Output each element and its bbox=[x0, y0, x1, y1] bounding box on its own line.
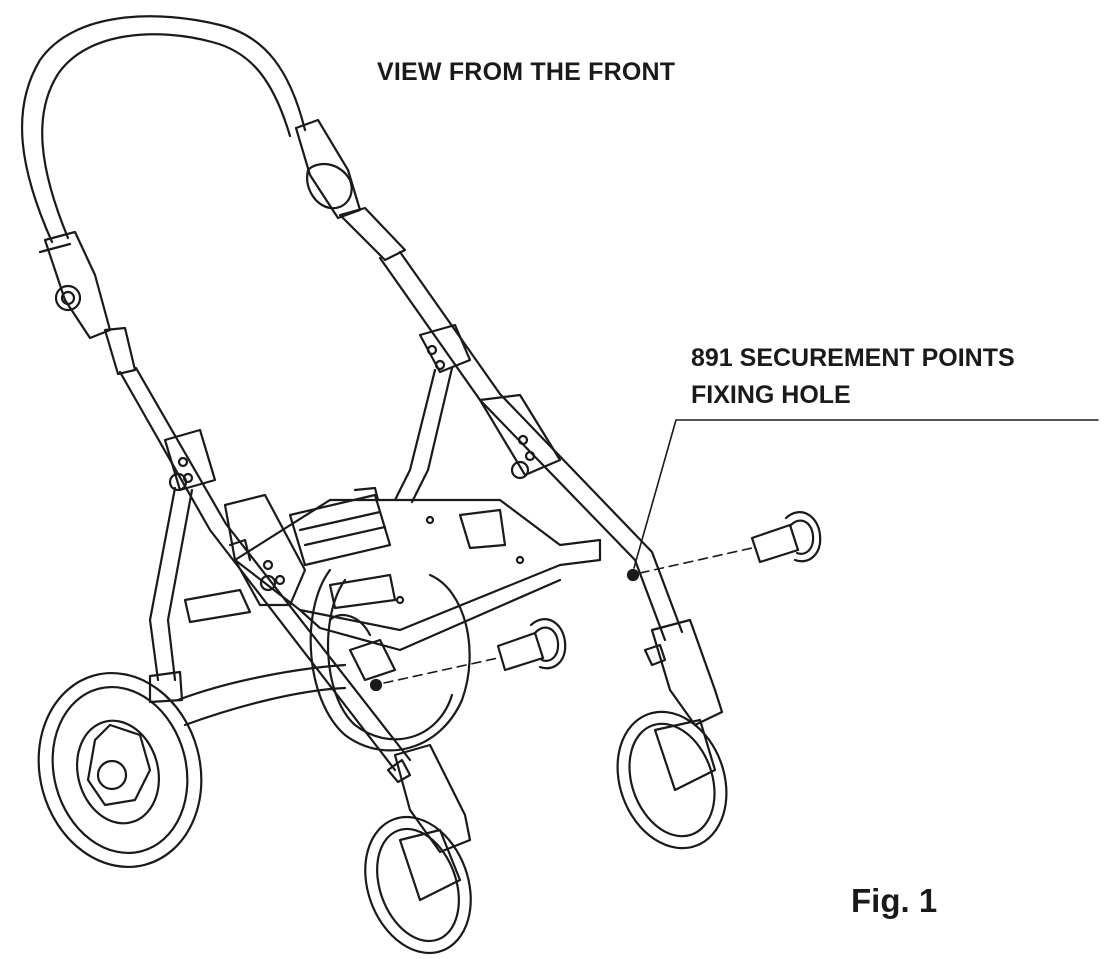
right-front-caster bbox=[616, 618, 728, 850]
callout-label-line2: FIXING HOLE bbox=[691, 381, 851, 409]
rear-legs bbox=[148, 366, 454, 727]
center-rear-wheel bbox=[309, 568, 471, 752]
left-fold-joint bbox=[223, 493, 307, 607]
left-main-tube bbox=[103, 326, 412, 772]
fixing-holes bbox=[369, 568, 640, 692]
securement-clip-center bbox=[496, 618, 567, 672]
assembly-lines bbox=[383, 547, 753, 684]
figure-label: Fig. 1 bbox=[851, 882, 938, 919]
left-rear-wheel bbox=[37, 672, 203, 868]
left-handle-joint bbox=[38, 230, 112, 340]
callout-label-line1: 891 SECUREMENT POINTS bbox=[691, 344, 1015, 372]
right-handle-joint bbox=[294, 118, 362, 220]
view-title: VIEW FROM THE FRONT bbox=[377, 58, 676, 86]
securement-clip-right bbox=[750, 511, 822, 564]
left-front-caster bbox=[364, 743, 472, 955]
seat-platform bbox=[228, 486, 602, 652]
callout-leader bbox=[633, 419, 1099, 569]
right-main-tube bbox=[338, 206, 684, 642]
handlebar bbox=[20, 15, 307, 244]
